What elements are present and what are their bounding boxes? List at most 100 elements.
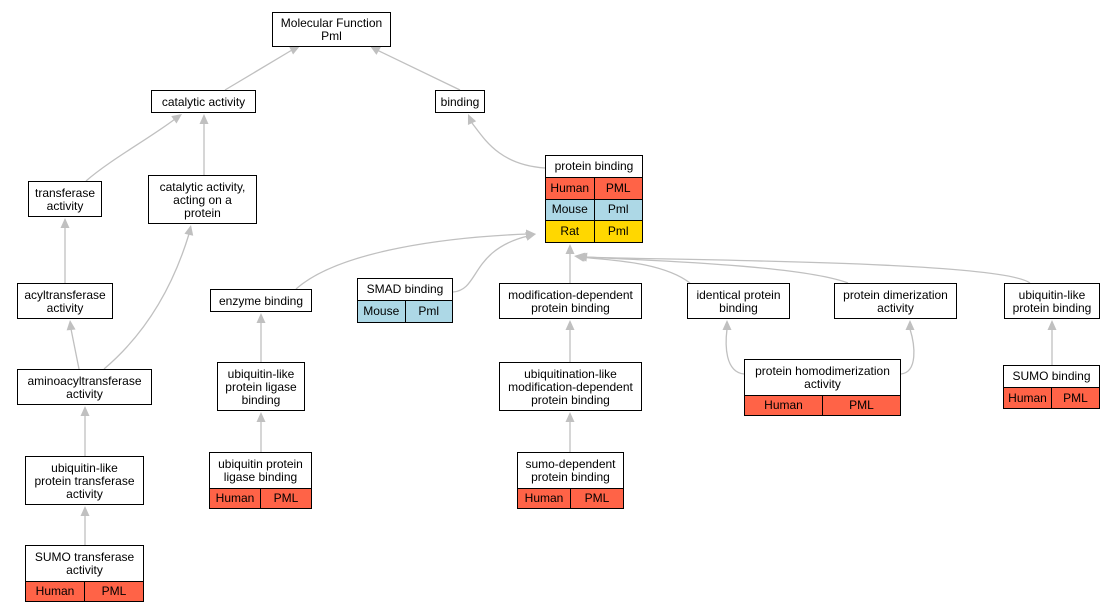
- species-row-human: Human PML: [745, 395, 900, 415]
- arrowhead: [565, 412, 575, 422]
- term-label: catalytic activity: [161, 94, 246, 109]
- term-label: ubiquitin-like protein binding: [1012, 287, 1092, 315]
- term-label: identical protein binding: [696, 287, 781, 315]
- species-row-rat: Rat Pml: [546, 220, 642, 242]
- term-node-binding[interactable]: binding: [435, 90, 485, 113]
- species-row-human: Human PML: [210, 488, 311, 508]
- arrowhead: [1047, 320, 1057, 330]
- gene-cell[interactable]: Pml: [593, 221, 643, 242]
- term-label: modification-dependent protein binding: [508, 287, 633, 315]
- edge-ub-ligase-binding-to-ubl-ligase-binding: [256, 412, 266, 452]
- term-label: SUMO transferase activity: [34, 549, 135, 577]
- term-node-catalytic[interactable]: catalytic activity: [151, 90, 256, 113]
- term-node-ubl-transferase[interactable]: ubiquitin-like protein transferase activ…: [25, 456, 144, 505]
- arrowhead: [467, 114, 477, 125]
- edge-sumo-dep-to-ubl-mod-dep: [565, 412, 575, 452]
- term-node-catalytic-protein[interactable]: catalytic activity, acting on a protein: [148, 175, 257, 224]
- edge-smad-binding-to-protein-binding: [452, 232, 536, 293]
- edge-homodimer-to-identical: [722, 320, 745, 375]
- gene-cell[interactable]: PML: [593, 178, 643, 199]
- term-node-ubl-mod-dep[interactable]: ubiquitination-like modification-depende…: [499, 362, 642, 411]
- species-cell: Human: [764, 398, 803, 412]
- term-label: ubiquitin-like protein transferase activ…: [34, 460, 135, 501]
- arrowhead: [80, 506, 90, 516]
- term-node-ubl-binding[interactable]: ubiquitin-like protein binding: [1004, 283, 1100, 319]
- arrowhead: [256, 412, 266, 422]
- gene-cell[interactable]: PML: [1051, 388, 1099, 408]
- term-node-enzyme-binding[interactable]: enzyme binding: [210, 289, 312, 312]
- arrowhead: [525, 232, 536, 241]
- species-row-mouse: Mouse Pml: [358, 300, 452, 322]
- species-cell: Mouse: [363, 304, 400, 318]
- term-label: protein binding: [554, 159, 634, 173]
- term-label: ubiquitin protein ligase binding: [218, 456, 303, 484]
- term-label: protein dimerization activity: [843, 287, 948, 315]
- term-label: acyltransferase activity: [24, 287, 106, 315]
- arrowhead: [577, 252, 588, 262]
- term-label: catalytic activity, acting on a protein: [159, 179, 246, 220]
- term-label: enzyme binding: [218, 293, 304, 308]
- gene-cell[interactable]: PML: [822, 396, 900, 415]
- arrowhead: [199, 114, 209, 124]
- term-label: aminoacyltransferase activity: [27, 373, 142, 401]
- term-node-identical[interactable]: identical protein binding: [687, 283, 790, 319]
- edge-catalytic-protein-to-catalytic: [199, 114, 209, 175]
- term-label: sumo-dependent protein binding: [525, 456, 616, 484]
- arrowhead: [370, 46, 381, 55]
- arrowhead: [256, 313, 266, 323]
- term-label: ubiquitin-like protein ligase binding: [225, 366, 297, 407]
- arrowhead: [565, 244, 575, 254]
- edge-binding-to-mf: [370, 46, 461, 91]
- term-label: binding: [440, 94, 480, 109]
- species-cell: Rat: [560, 224, 580, 239]
- term-label: SMAD binding: [366, 282, 444, 296]
- edge-acyltransferase-to-transferase: [60, 218, 70, 283]
- gene-cell[interactable]: PML: [570, 489, 623, 508]
- term-node-acyltransferase[interactable]: acyltransferase activity: [17, 283, 113, 319]
- arrowhead: [289, 46, 300, 55]
- arrowhead: [66, 320, 76, 331]
- gene-cell[interactable]: PML: [260, 489, 311, 508]
- arrowhead: [722, 320, 732, 330]
- arrowhead: [184, 225, 194, 236]
- species-cell: Human: [215, 491, 255, 505]
- edge-ubl-transferase-to-aminoacyl: [80, 406, 90, 456]
- term-node-dimerization[interactable]: protein dimerization activity: [834, 283, 957, 319]
- species-cell: Human: [550, 180, 590, 195]
- gene-cell[interactable]: PML: [84, 582, 143, 601]
- arrowhead: [565, 320, 575, 330]
- edge-transferase-to-catalytic: [85, 114, 182, 182]
- arrowhead: [80, 406, 90, 416]
- term-label: SUMO binding: [1012, 369, 1091, 383]
- term-node-ubl-ligase-binding[interactable]: ubiquitin-like protein ligase binding: [217, 362, 305, 411]
- edge-ubl-ligase-binding-to-enzyme-binding: [256, 313, 266, 362]
- arrowhead: [905, 320, 915, 330]
- term-node-transferase[interactable]: transferase activity: [28, 181, 102, 217]
- edge-aminoacyl-to-acyltransferase: [66, 320, 80, 370]
- term-label: transferase activity: [34, 185, 96, 213]
- gene-cell[interactable]: Pml: [404, 301, 453, 322]
- edge-ubl-binding-to-protein-binding: [577, 252, 1031, 284]
- edge-catalytic-to-mf: [224, 46, 300, 91]
- term-node-mod-dep[interactable]: modification-dependent protein binding: [499, 283, 642, 319]
- gene-cell[interactable]: Pml: [593, 199, 643, 221]
- term-node-aminoacyl[interactable]: aminoacyltransferase activity: [17, 369, 152, 405]
- term-label: ubiquitination-like modification-depende…: [508, 366, 633, 407]
- edge-homodimer-to-dimerization: [900, 320, 915, 375]
- term-node-mf[interactable]: Molecular Function Pml: [272, 12, 391, 47]
- edge-protein-binding-to-binding: [467, 114, 546, 169]
- arrowhead: [60, 218, 70, 228]
- edge-aminoacyl-to-catalytic-protein: [103, 225, 194, 370]
